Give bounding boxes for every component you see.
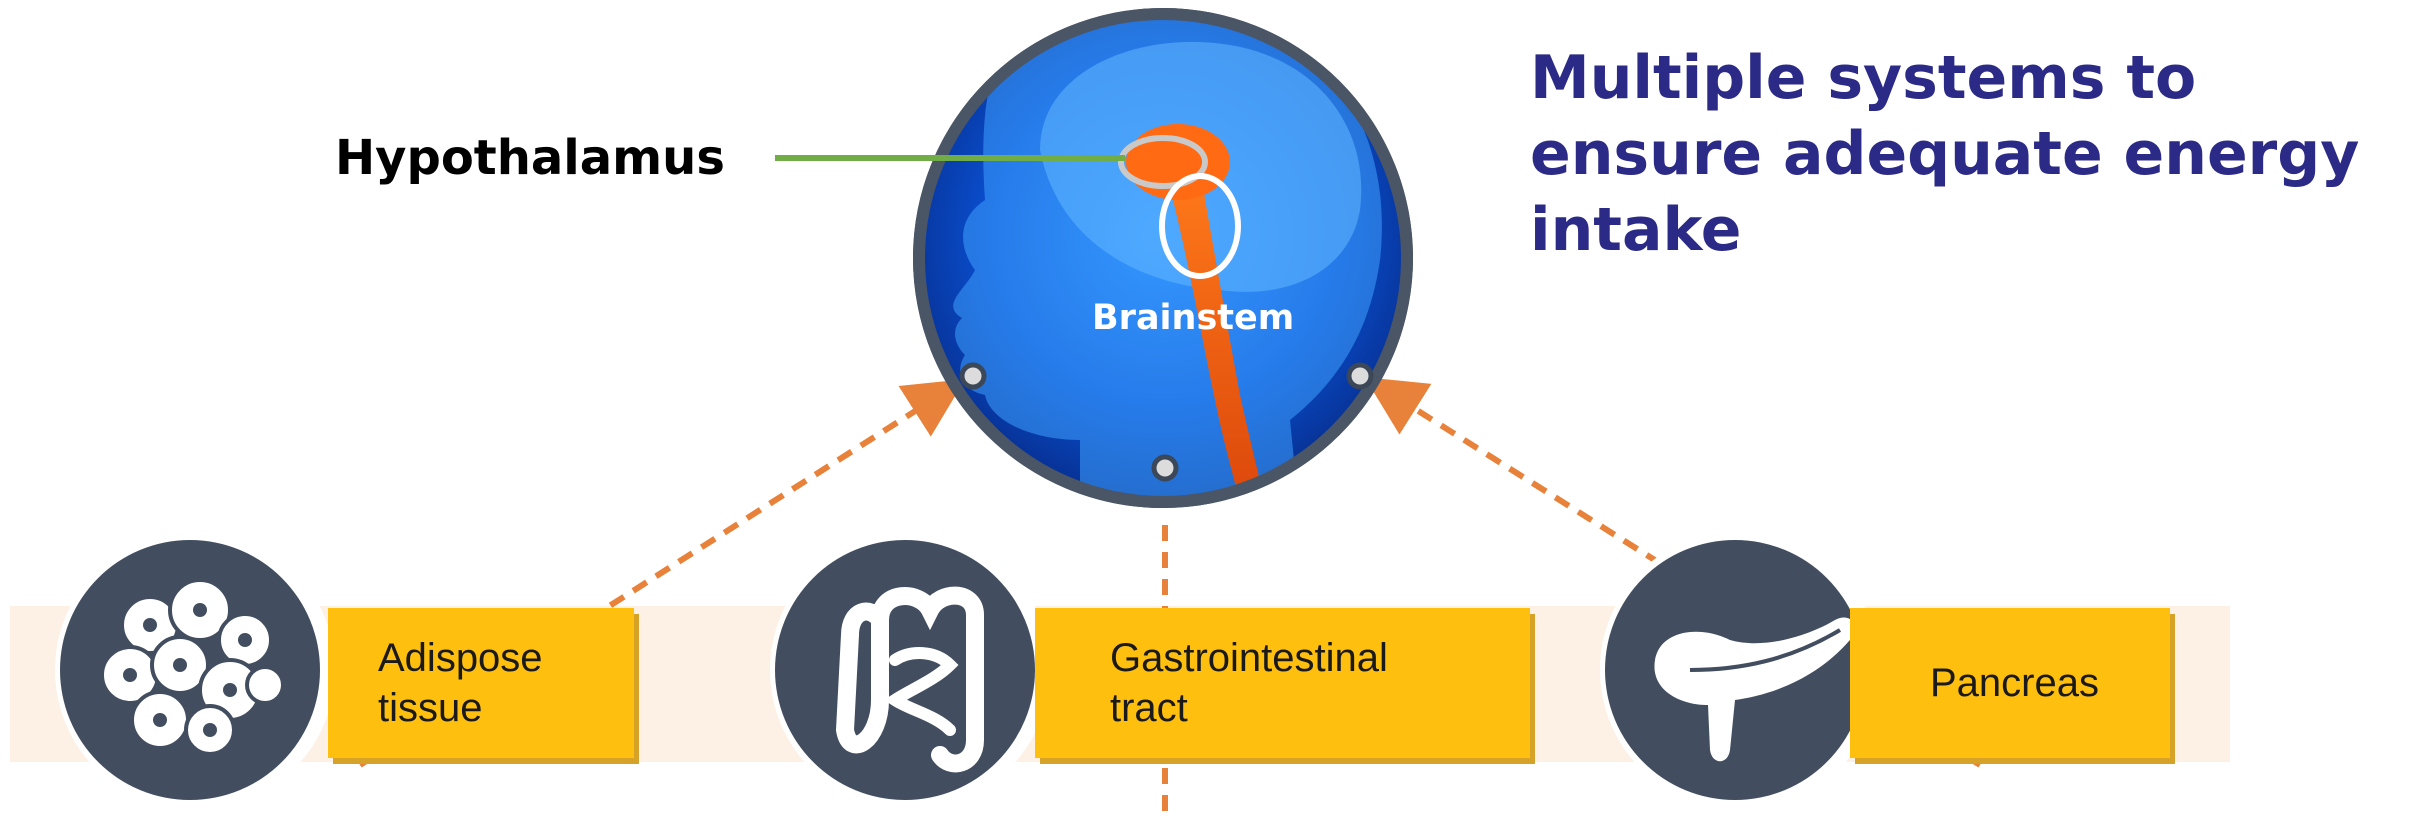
brainstem-label: Brainstem	[1092, 298, 1294, 338]
brain-illustration	[913, 8, 1413, 540]
fat-cells-icon	[55, 530, 335, 810]
connector-dot-bottom	[1154, 457, 1176, 479]
pancreas-label-box: Pancreas	[1850, 608, 2170, 758]
gastrointestinal-tract-label: Gastrointestinal tract	[1110, 633, 1388, 733]
adipose-tissue-label-box: Adispose tissue	[328, 608, 634, 758]
intestine-icon	[770, 530, 1050, 810]
adipose-tissue-label: Adispose tissue	[378, 633, 543, 733]
pancreas-label: Pancreas	[1930, 658, 2099, 708]
connector-dot-right	[1349, 365, 1371, 387]
gastrointestinal-tract-label-box: Gastrointestinal tract	[1035, 608, 1530, 758]
pancreas-icon	[1600, 530, 1880, 810]
connector-dot-left	[962, 365, 984, 387]
hypothalamus-label: Hypothalamus	[335, 130, 725, 186]
slide-title: Multiple systems to ensure adequate ener…	[1530, 40, 2410, 268]
